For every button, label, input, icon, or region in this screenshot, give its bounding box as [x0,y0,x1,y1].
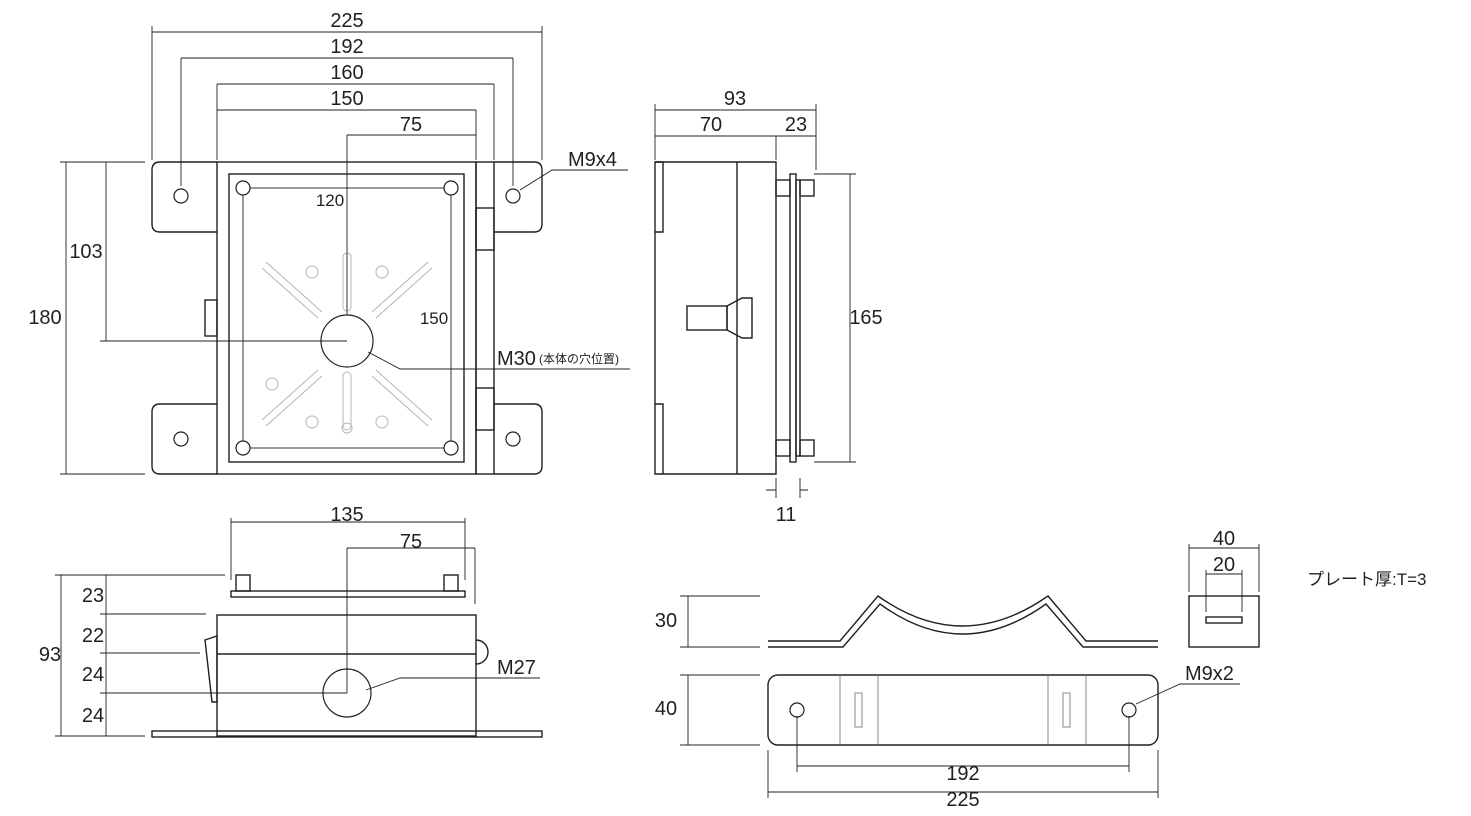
dim-40-end: 40 [1213,528,1235,550]
front-mount-hole [173,188,189,204]
front-left-latch [204,299,218,337]
front-mount-hole [173,431,189,447]
bottom-dimensions [55,518,476,737]
dim-103: 103 [69,241,102,263]
dim-22-bottom: 22 [82,625,104,647]
plate-plan-bends [839,675,1087,745]
side-view: 93 70 23 165 11 [654,88,883,526]
plate-plan-dims [680,674,1240,798]
plate-profile [768,595,1158,642]
front-mount-hole [505,188,521,204]
m30-leader [367,351,630,370]
plate-end-dims [1188,544,1260,612]
front-inner-cover [228,173,465,463]
plate-view: 30 40 M9x2 192 225 40 20 プレート厚:T=3 [655,528,1427,811]
bottom-view: 135 75 93 23 22 24 24 M27 [39,504,543,738]
m9x4-leader [519,169,628,191]
bottom-left-latch [204,635,218,703]
dim-11: 11 [776,504,797,526]
front-corner-hole [235,180,251,196]
side-gland-nut [726,297,753,339]
front-right-latch-bottom [475,387,495,431]
bottom-right-latch [475,639,489,665]
dim-165: 165 [849,307,882,329]
front-height-dimensions [60,161,347,475]
side-bolt [775,439,791,457]
side-dimensions [654,104,856,498]
dim-160: 160 [330,62,363,84]
m9x2-callout: M9x2 [1185,663,1234,685]
plate-hole [1121,702,1137,718]
plate-profile-dim [680,595,760,648]
m27-leader [365,677,540,691]
dim-192-plate: 192 [946,763,979,785]
front-view: 225 192 160 150 75 180 103 120 150 M9x4 … [28,10,630,475]
dim-75-bottom: 75 [400,531,422,553]
dim-70: 70 [700,114,722,136]
m30-callout: M30 [497,348,536,370]
dim-150: 150 [330,88,363,110]
dim-23: 23 [785,114,807,136]
dim-20-end: 20 [1213,554,1235,576]
plate-profile-inner [768,603,1158,648]
front-right-flange [475,161,495,475]
side-bolt-head [799,179,815,197]
side-body-step [655,161,664,233]
dim-75: 75 [400,114,422,136]
front-ribs [261,252,433,434]
dim-93-bottom: 93 [39,644,61,666]
dim-40-plate: 40 [655,698,677,720]
dim-93: 93 [724,88,746,110]
front-bottom-plate [151,403,217,475]
dim-120: 120 [316,191,344,210]
plate-thickness-note: プレート厚:T=3 [1307,570,1427,589]
m30-note: (本体の穴位置) [539,351,619,366]
plate-hole [789,702,805,718]
dim-225-plate: 225 [946,789,979,811]
side-plate [789,173,797,463]
m9x4-callout: M9x4 [568,149,617,171]
bottom-top-plate [230,590,466,598]
bottom-bolt [235,574,251,592]
side-bolt [775,179,791,197]
dim-24b-bottom: 24 [82,705,104,727]
front-top-plate-right [494,161,543,233]
dim-150-inner: 150 [420,309,448,328]
side-body-step-bottom [655,403,664,474]
bottom-bolt [443,574,459,592]
front-mount-hole [505,431,521,447]
front-corner-hole [443,440,459,456]
dim-180: 180 [28,307,61,329]
front-bottom-plate-right [494,403,543,475]
plate-end-slot [1205,616,1243,624]
front-width-dimensions [151,26,543,315]
dim-30-plate: 30 [655,610,677,632]
bottom-base-plate [151,730,543,738]
side-body [654,161,777,475]
plate-end-view [1188,595,1260,648]
m27-callout: M27 [497,657,536,679]
side-plate-inner [795,179,801,457]
front-top-plate [151,161,217,233]
front-right-latch-top [475,207,495,251]
side-bolt-head [799,439,815,457]
front-corner-hole [235,440,251,456]
side-gland-stem [686,305,728,331]
plate-plan [767,674,1159,746]
dim-192: 192 [330,36,363,58]
dim-23-bottom: 23 [82,585,104,607]
dim-225: 225 [330,10,363,32]
front-corner-hole [443,180,459,196]
dim-24-bottom: 24 [82,664,104,686]
dim-135: 135 [330,504,363,526]
